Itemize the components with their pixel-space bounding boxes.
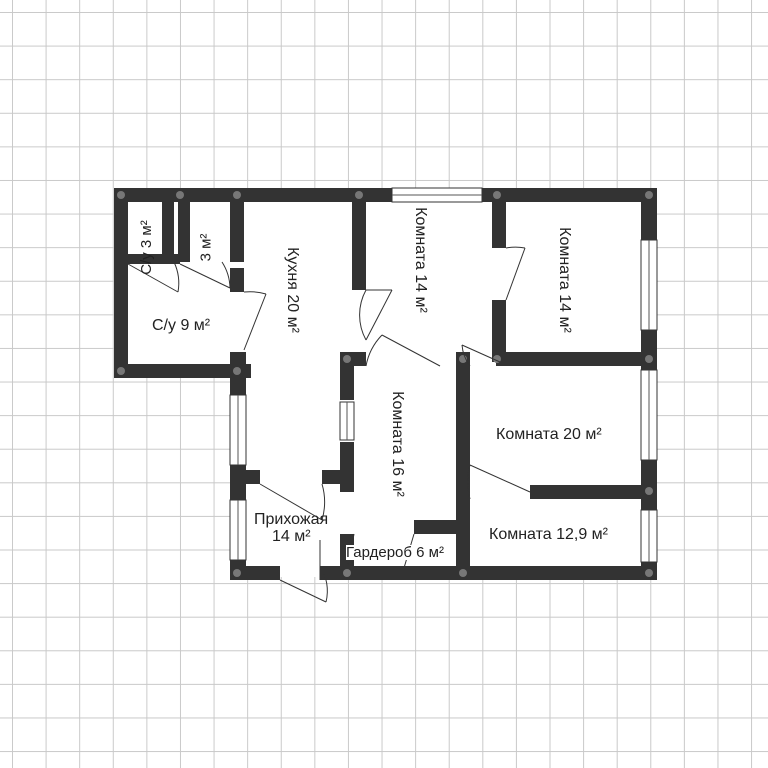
room-label-hallway: Прихожая (254, 512, 328, 528)
window-right-mid (640, 369, 658, 461)
window-left-hall (229, 499, 247, 561)
window-center-room (339, 401, 355, 441)
room-label-room-top-mid-text: Комната 14 м² (411, 207, 429, 313)
room-label-room-top-right: Комната 14 м² (555, 227, 573, 333)
room-label-hallway-area-text: 14 м² (272, 528, 311, 545)
room-label-closet-small: 3 м² (197, 233, 215, 262)
windows (229, 187, 658, 563)
window-top (391, 187, 483, 203)
room-label-hallway-text: Прихожая (254, 511, 329, 528)
room-label-room-right-mid: Комната 20 м² (496, 427, 602, 443)
door-room-bottom-right (467, 464, 531, 500)
window-left-kitchen (229, 394, 247, 466)
room-label-hallway-area: 14 м² (272, 529, 311, 545)
door-hallway-internal (259, 483, 326, 521)
room-label-kitchen: Кухня 20 м² (283, 247, 301, 333)
room-label-room-bottom-right-text: Комната 12,9 м² (489, 526, 609, 543)
room-label-room-center-text: Комната 16 м² (388, 391, 406, 497)
room-label-kitchen-text: Кухня 20 м² (283, 247, 301, 333)
door-su-large (243, 291, 267, 351)
window-right-bottom (640, 509, 658, 563)
room-label-room-right-mid-text: Комната 20 м² (496, 426, 602, 443)
room-label-closet-small-text: 3 м² (197, 233, 215, 262)
door-room-center (365, 334, 441, 367)
room-label-su-large: С/у 9 м² (152, 318, 210, 334)
room-label-su-large-text: С/у 9 м² (152, 317, 211, 334)
room-label-room-bottom-right: Комната 12,9 м² (489, 527, 608, 543)
room-label-su-small-text: С/у 3 м² (137, 220, 155, 275)
room-label-room-top-right-text: Комната 14 м² (555, 227, 573, 333)
room-label-su-small: С/у 3 м² (137, 220, 155, 275)
room-label-wardrobe-text: Гардероб 6 м² (346, 544, 444, 561)
door-room-right-mid (461, 344, 501, 367)
doors (127, 246, 531, 603)
window-right-top (640, 239, 658, 331)
door-su-small (127, 261, 180, 293)
door-entrance (279, 540, 328, 603)
room-label-room-center: Комната 16 м² (388, 391, 406, 497)
door-closet (179, 261, 231, 289)
wall-markers (117, 191, 653, 577)
room-label-room-top-mid: Комната 14 м² (411, 207, 429, 313)
room-label-wardrobe: Гардероб 6 м² (346, 545, 444, 560)
door-room-top-mid (359, 289, 393, 341)
door-room-top-right (505, 246, 526, 301)
room-floors (121, 196, 649, 577)
